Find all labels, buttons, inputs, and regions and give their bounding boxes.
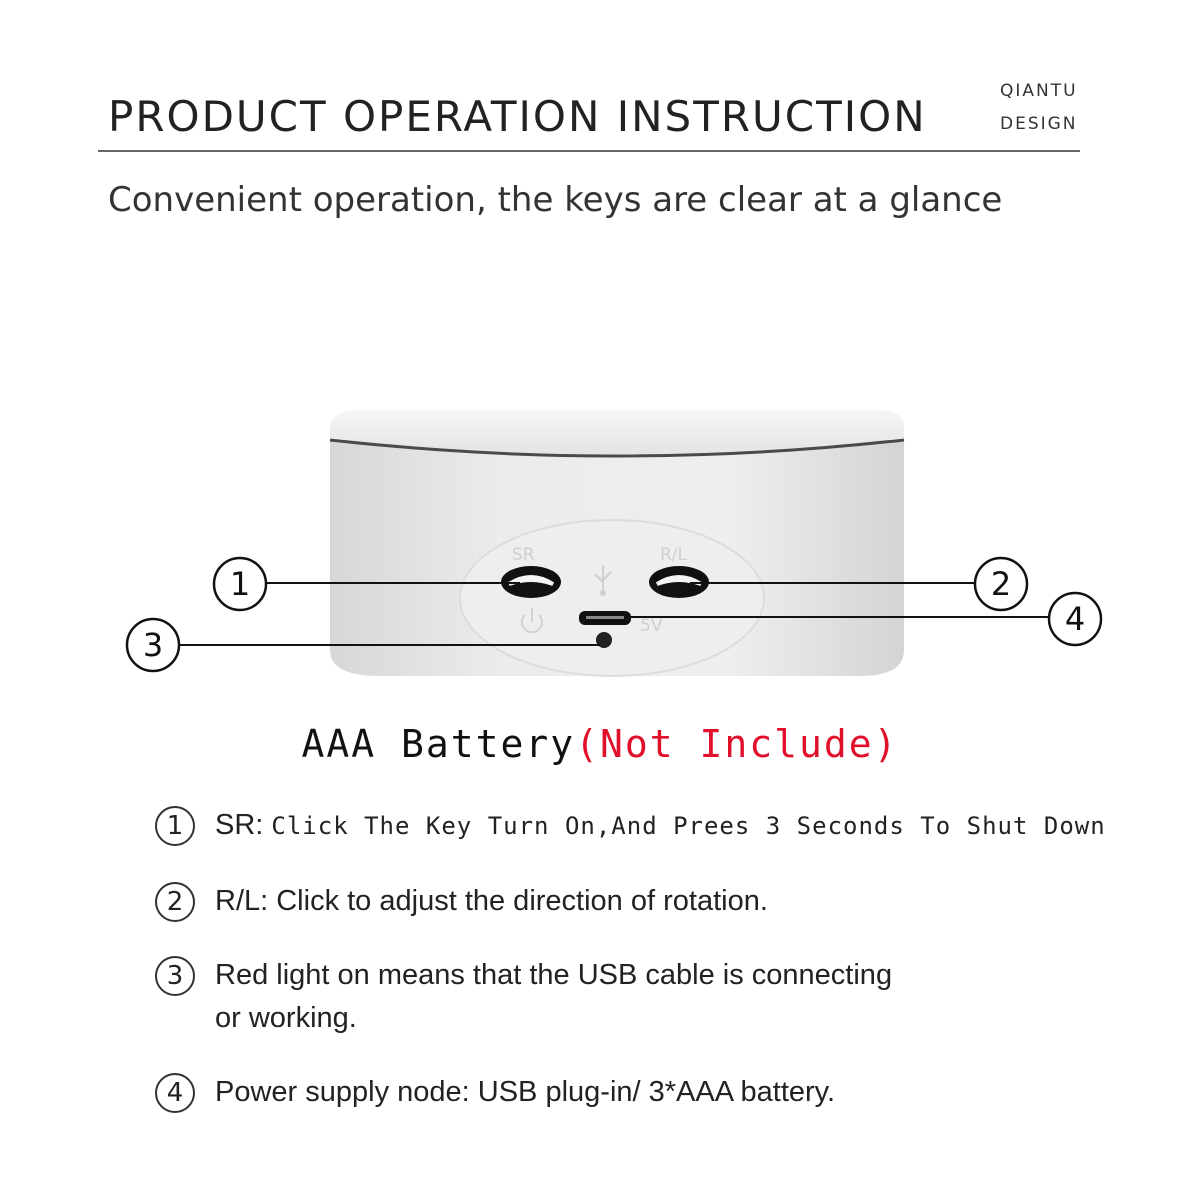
svg-text:1: 1 (230, 565, 250, 603)
page-subtitle: Convenient operation, the keys are clear… (108, 180, 1003, 220)
instruction-text-continued: or working. (215, 1002, 357, 1034)
instruction-text: Click The Key Turn On,And Prees 3 Second… (271, 812, 1106, 840)
instruction-item-2: 2 R/L: Click to adjust the direction of … (155, 882, 768, 923)
instruction-number: 1 (155, 806, 195, 846)
sr-button[interactable] (501, 566, 561, 598)
callout-4: 4 (1047, 591, 1103, 647)
rl-panel-label: R/L (660, 545, 688, 565)
turntable-diagram: SR R/L 5V (125, 410, 1103, 677)
callout-1: 1 (212, 556, 268, 612)
instruction-text: Red light on means that the USB cable is… (215, 959, 893, 991)
instruction-number: 2 (155, 882, 195, 922)
brand-name: QIANTU (1000, 81, 1078, 101)
instruction-text: R/L: Click to adjust the direction of ro… (215, 885, 768, 917)
battery-label: AAA Battery (301, 722, 576, 766)
instruction-item-1: 1 SR: Click The Key Turn On,And Prees 3 … (155, 806, 1106, 848)
brand-subname: DESIGN (1000, 114, 1078, 134)
svg-text:2: 2 (991, 565, 1011, 603)
instruction-text: Power supply node: USB plug-in/ 3*AAA ba… (215, 1076, 836, 1108)
svg-text:3: 3 (143, 626, 163, 664)
instruction-number: 4 (155, 1073, 195, 1113)
sr-panel-label: SR (512, 545, 535, 565)
instruction-prefix: SR: (215, 809, 264, 841)
callout-3: 3 (125, 617, 181, 673)
usb-icon (594, 565, 612, 596)
header-divider (98, 150, 1080, 152)
instruction-item-3: 3 Red light on means that the USB cable … (155, 956, 1015, 1040)
callout-2: 2 (973, 556, 1029, 612)
control-panel: SR R/L 5V (459, 519, 765, 677)
page-title: PRODUCT OPERATION INSTRUCTION (108, 92, 927, 141)
callout-lines (180, 582, 1049, 646)
instruction-item-4: 4 Power supply node: USB plug-in/ 3*AAA … (155, 1073, 835, 1114)
battery-not-included: (Not Include) (575, 722, 899, 766)
power-icon (521, 608, 543, 634)
voltage-panel-label: 5V (640, 616, 663, 636)
battery-note: AAA Battery(Not Include) (0, 722, 1200, 766)
instruction-number: 3 (155, 956, 195, 996)
svg-text:4: 4 (1065, 600, 1085, 638)
